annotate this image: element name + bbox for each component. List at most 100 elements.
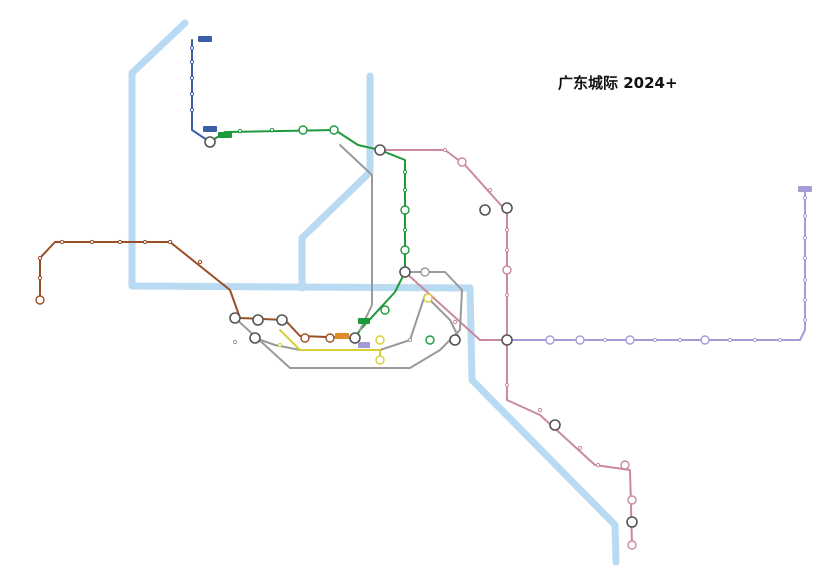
station-marker[interactable] — [504, 292, 510, 298]
station-marker[interactable] — [577, 445, 583, 451]
station-marker[interactable] — [420, 267, 430, 277]
station-marker[interactable] — [252, 314, 264, 326]
station-marker[interactable] — [501, 202, 513, 214]
station-marker[interactable] — [425, 335, 435, 345]
station-marker[interactable] — [504, 382, 510, 388]
station-marker[interactable] — [802, 213, 808, 219]
station-marker[interactable] — [502, 265, 512, 275]
station-marker[interactable] — [189, 59, 195, 65]
blue-line — [191, 39, 211, 143]
station-marker[interactable] — [189, 75, 195, 81]
station-marker[interactable] — [802, 317, 808, 323]
station-marker[interactable] — [35, 295, 45, 305]
station-marker[interactable] — [504, 247, 510, 253]
station-marker[interactable] — [229, 312, 241, 324]
lavender-terminal-badge — [798, 186, 812, 192]
station-marker[interactable] — [457, 157, 467, 167]
station-marker[interactable] — [595, 462, 601, 468]
station-marker[interactable] — [620, 460, 630, 470]
station-marker[interactable] — [167, 239, 173, 245]
station-marker[interactable] — [677, 337, 683, 343]
line-layer — [39, 39, 806, 546]
station-marker[interactable] — [329, 125, 339, 135]
station-marker[interactable] — [189, 91, 195, 97]
station-marker[interactable] — [237, 128, 243, 134]
station-marker[interactable] — [487, 187, 493, 193]
station-marker[interactable] — [627, 540, 637, 550]
station-marker[interactable] — [59, 239, 65, 245]
station-marker[interactable] — [442, 147, 448, 153]
river-west — [128, 19, 620, 566]
station-marker[interactable] — [802, 297, 808, 303]
station-marker[interactable] — [399, 266, 411, 278]
station-marker[interactable] — [504, 227, 510, 233]
station-marker[interactable] — [452, 319, 458, 325]
station-marker[interactable] — [349, 332, 361, 344]
station-marker[interactable] — [89, 239, 95, 245]
station-marker[interactable] — [752, 337, 758, 343]
station-marker[interactable] — [802, 195, 808, 201]
station-marker[interactable] — [549, 419, 561, 431]
station-marker[interactable] — [449, 334, 461, 346]
station-marker[interactable] — [232, 339, 238, 345]
station-marker[interactable] — [777, 337, 783, 343]
station-marker[interactable] — [627, 495, 637, 505]
station-marker[interactable] — [602, 337, 608, 343]
green-terminal-badge — [218, 132, 232, 138]
station-marker[interactable] — [189, 45, 195, 51]
station-marker[interactable] — [802, 277, 808, 283]
station-marker[interactable] — [197, 259, 203, 265]
station-marker[interactable] — [537, 407, 543, 413]
station-marker[interactable] — [626, 516, 638, 528]
brown-line — [39, 241, 356, 339]
station-marker[interactable] — [402, 187, 408, 193]
station-marker[interactable] — [325, 333, 335, 343]
station-marker[interactable] — [802, 255, 808, 261]
station-marker[interactable] — [276, 314, 288, 326]
station-marker[interactable] — [400, 205, 410, 215]
blue-terminal-badge — [198, 36, 212, 42]
station-marker[interactable] — [298, 125, 308, 135]
orange-terminal-badge — [335, 333, 349, 339]
station-layer[interactable] — [35, 45, 808, 550]
station-marker[interactable] — [407, 337, 413, 343]
station-marker[interactable] — [700, 335, 710, 345]
station-marker[interactable] — [402, 169, 408, 175]
station-marker[interactable] — [142, 239, 148, 245]
yellow-line — [279, 329, 381, 361]
station-marker[interactable] — [37, 255, 43, 261]
station-marker[interactable] — [380, 305, 390, 315]
station-marker[interactable] — [545, 335, 555, 345]
station-marker[interactable] — [423, 293, 433, 303]
station-marker[interactable] — [204, 136, 216, 148]
river-layer — [128, 19, 620, 566]
station-marker[interactable] — [625, 335, 635, 345]
station-marker[interactable] — [249, 332, 261, 344]
station-marker[interactable] — [727, 337, 733, 343]
station-marker[interactable] — [479, 204, 491, 216]
lavender-line — [506, 189, 806, 341]
station-marker[interactable] — [189, 107, 195, 113]
station-marker[interactable] — [652, 337, 658, 343]
station-marker[interactable] — [501, 334, 513, 346]
station-marker[interactable] — [300, 333, 310, 343]
map-title: 广东城际 2024+ — [558, 74, 678, 92]
station-marker[interactable] — [277, 342, 283, 348]
station-marker[interactable] — [375, 355, 385, 365]
station-marker[interactable] — [375, 335, 385, 345]
station-marker[interactable] — [400, 245, 410, 255]
badge-layer — [198, 36, 812, 348]
station-marker[interactable] — [269, 127, 275, 133]
station-marker[interactable] — [374, 144, 386, 156]
lavender-terminal-badge — [358, 342, 370, 348]
station-marker[interactable] — [575, 335, 585, 345]
station-marker[interactable] — [802, 235, 808, 241]
station-marker[interactable] — [117, 239, 123, 245]
river-north-branch — [298, 72, 374, 292]
pink-line-north — [379, 149, 633, 546]
blue-terminal-badge — [203, 126, 217, 132]
station-marker[interactable] — [37, 275, 43, 281]
station-marker[interactable] — [402, 227, 408, 233]
green-line — [209, 129, 406, 339]
